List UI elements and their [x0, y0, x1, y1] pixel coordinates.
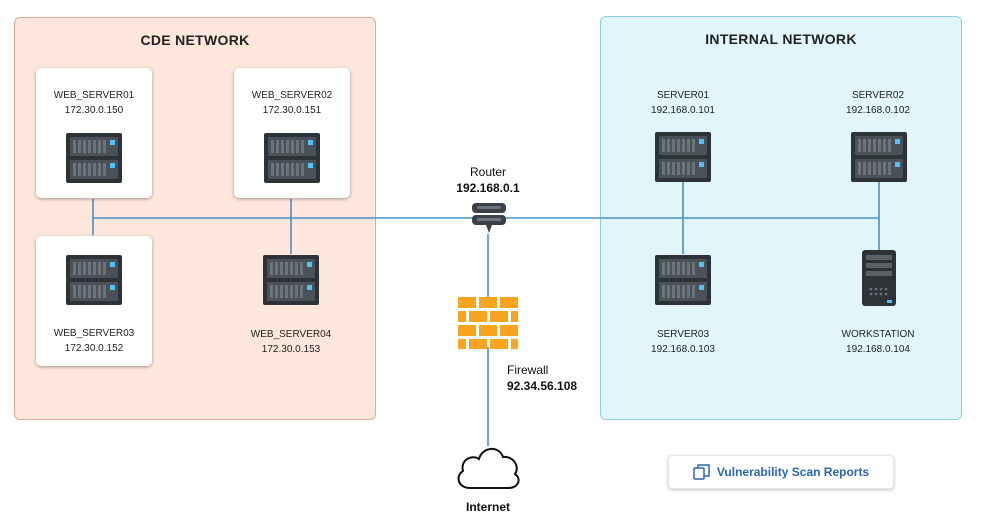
server-icon [66, 255, 122, 305]
server-icon[interactable] [654, 254, 712, 306]
router-name: Router [469, 165, 507, 179]
server03-name: SERVER03 [656, 329, 710, 340]
firewall-ip: 92.34.56.108 [507, 379, 578, 393]
web-server01-name: WEB_SERVER01 [53, 90, 135, 101]
server01-ip: 192.168.0.101 [651, 105, 715, 116]
router-icon[interactable] [469, 200, 509, 236]
server02-label: SERVER02 192.168.0.102 [818, 88, 938, 118]
server-icon[interactable] [850, 131, 908, 183]
server03-label: SERVER03 192.168.0.103 [623, 327, 743, 357]
firewall-brick-icon[interactable] [458, 297, 518, 349]
workstation-tower-icon[interactable] [861, 249, 897, 307]
workstation-label: WORKSTATION 192.168.0.104 [818, 327, 938, 357]
server03-ip: 192.168.0.103 [651, 344, 715, 355]
workstation-name: WORKSTATION [841, 329, 915, 340]
cloud-icon[interactable] [452, 440, 524, 492]
internet-label: Internet [465, 500, 510, 514]
router-label: Router 192.168.0.1 [438, 164, 538, 196]
cde-network-title: CDE NETWORK [140, 32, 250, 48]
web-server01-ip: 172.30.0.150 [64, 105, 124, 116]
server-icon[interactable] [654, 131, 712, 183]
firewall-label: Firewall 92.34.56.108 [507, 362, 577, 394]
web-server03-card[interactable]: WEB_SERVER03 172.30.0.152 [36, 236, 152, 366]
server-icon[interactable] [262, 254, 320, 306]
web-server04-ip: 172.30.0.153 [261, 344, 321, 355]
server02-ip: 192.168.0.102 [846, 105, 910, 116]
server01-label: SERVER01 192.168.0.101 [623, 88, 743, 118]
vulnerability-scan-reports-button[interactable]: Vulnerability Scan Reports [668, 455, 894, 489]
internal-network-title: INTERNAL NETWORK [705, 31, 857, 47]
web-server04-label: WEB_SERVER04 172.30.0.153 [231, 327, 351, 357]
copy-documents-icon [693, 464, 710, 480]
firewall-name: Firewall [507, 363, 549, 377]
web-server02-card[interactable]: WEB_SERVER02 172.30.0.151 [234, 68, 350, 198]
workstation-ip: 192.168.0.104 [846, 344, 910, 355]
web-server03-ip: 172.30.0.152 [64, 343, 124, 354]
server02-name: SERVER02 [851, 90, 905, 101]
web-server03-name: WEB_SERVER03 [53, 328, 135, 339]
server-icon [264, 133, 320, 183]
server-icon [66, 133, 122, 183]
web-server02-ip: 172.30.0.151 [262, 105, 322, 116]
router-ip: 192.168.0.1 [456, 181, 520, 195]
vulnerability-scan-reports-label: Vulnerability Scan Reports [716, 465, 870, 479]
server01-name: SERVER01 [656, 90, 710, 101]
web-server02-name: WEB_SERVER02 [251, 90, 333, 101]
web-server01-card[interactable]: WEB_SERVER01 172.30.0.150 [36, 68, 152, 198]
web-server04-name: WEB_SERVER04 [250, 329, 332, 340]
